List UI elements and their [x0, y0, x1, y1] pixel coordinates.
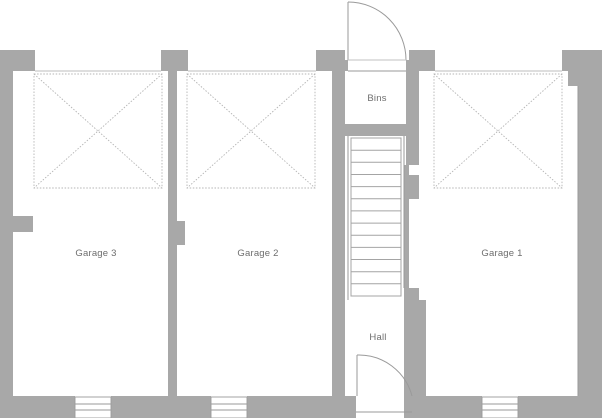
wall-bottom-garage-2-right [247, 396, 345, 418]
wall-partition-2-hall [332, 71, 345, 418]
room-label-hall: Hall [369, 332, 386, 343]
room-label-bins: Bins [367, 93, 386, 104]
wall-left-pier [13, 50, 35, 71]
doors [347, 1, 413, 397]
wall-partition-hall-1 [406, 71, 419, 165]
garage-door-outlines [33, 73, 563, 189]
window-garage-3 [74, 396, 112, 418]
garage-door-garage-1 [433, 73, 563, 189]
hall-door [356, 354, 413, 397]
wall-left-outer [0, 50, 13, 418]
window-garage-1 [481, 396, 519, 418]
wall-pier-2-bins [316, 50, 345, 71]
wall-bottom-hall-left [345, 396, 356, 418]
wall-partition-hall-1-lower [404, 165, 409, 300]
wall-bottom-garage-1-right [518, 396, 578, 418]
wall-bins-left-jamb [340, 60, 348, 71]
walls [0, 50, 602, 418]
garage-door-garage-3 [33, 73, 163, 189]
room-label-garage-2: Garage 2 [237, 248, 278, 259]
wall-right-pier [562, 50, 602, 71]
wall-pier-3-2 [161, 50, 188, 71]
windows [74, 396, 519, 418]
room-label-garage-1: Garage 1 [481, 248, 522, 259]
staircase [350, 137, 402, 297]
wall-bins-stair-divider [345, 124, 406, 136]
garage-door-garage-2 [186, 73, 316, 189]
wall-bottom-hall-right [412, 396, 482, 418]
wall-partition-3-2 [168, 71, 177, 418]
wall-right-outer [578, 86, 602, 418]
wall-bottom-garage-3-right [111, 396, 211, 418]
bins-door [347, 1, 407, 61]
room-label-garage-3: Garage 3 [75, 248, 116, 259]
wall-nub-hall-1 [409, 175, 419, 199]
wall-pier-bins-1 [409, 50, 435, 71]
wall-bottom-garage-3-left [13, 396, 75, 418]
wall-right-return [568, 71, 602, 86]
inner-lines [347, 70, 579, 396]
window-garage-2 [210, 396, 248, 418]
stair-outline [350, 137, 402, 297]
wall-bins-right-jamb [406, 60, 410, 71]
wall-nub-garage-3 [13, 216, 33, 232]
wall-hall-1-step [404, 288, 419, 300]
wall-nub-3-2 [177, 221, 185, 245]
